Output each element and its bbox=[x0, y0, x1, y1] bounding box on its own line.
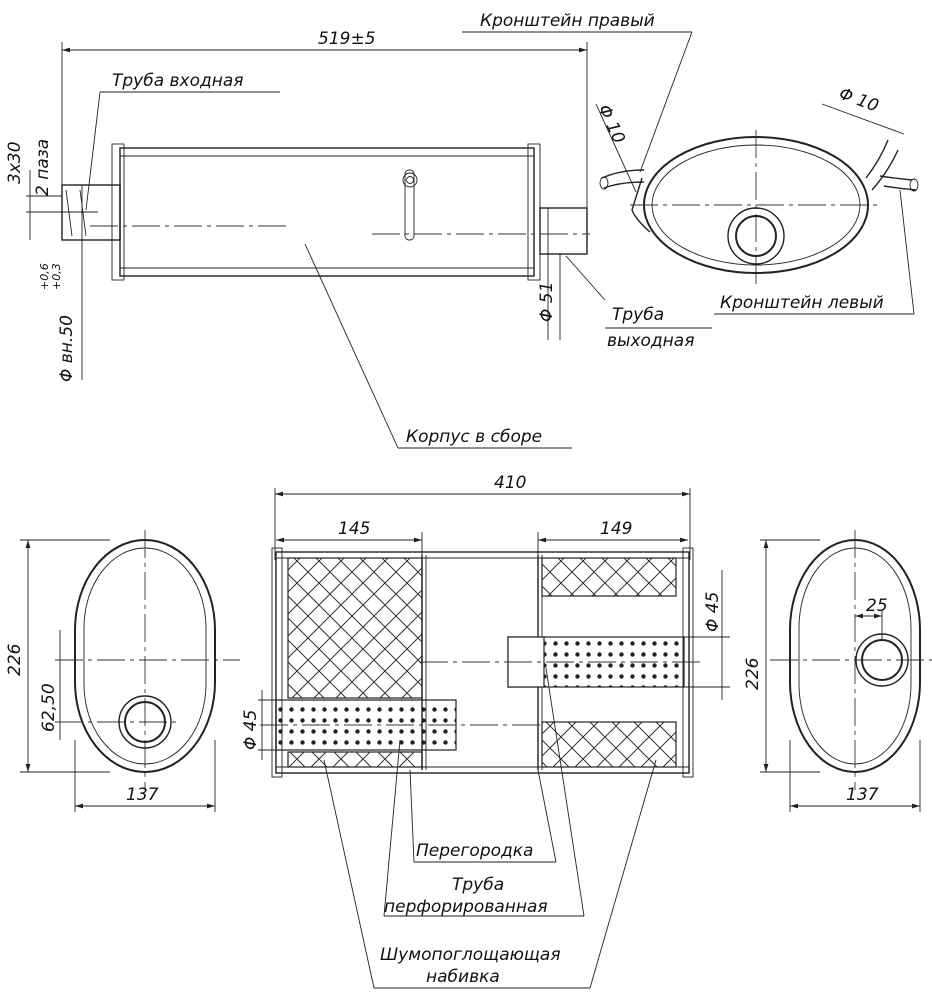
bracket-right-diameter: Φ 10 bbox=[593, 102, 628, 147]
inlet-tol-upper: +0,6 bbox=[38, 263, 51, 290]
side-view: 519±5 3x30 2 паза Φ вн.50 +0,6 +0,3 bbox=[5, 29, 712, 449]
height-right-dim: 226 bbox=[743, 657, 763, 690]
end-view-top: Кронштейн правый Φ 10 Φ 10 Кронштейн лев… bbox=[462, 11, 919, 315]
chamber-left-dim: 145 bbox=[338, 519, 370, 539]
offset-left-dim: 62,50 bbox=[39, 683, 59, 732]
height-left-dim: 226 bbox=[5, 643, 25, 676]
outlet-pipe-label-1: Труба bbox=[612, 305, 664, 325]
perf-pipe-label-2: перфорированная bbox=[384, 897, 548, 917]
end-view-right: 25 226 137 bbox=[743, 530, 932, 812]
perf-left-diameter-dim: Φ 45 bbox=[241, 710, 261, 750]
perf-right-diameter-dim: Φ 45 bbox=[703, 592, 723, 632]
body-label: Корпус в сборе bbox=[406, 427, 542, 447]
section-view: 410 145 149 Φ 45 bbox=[241, 473, 730, 989]
width-right-dim: 137 bbox=[846, 785, 879, 805]
slot-count-dim: 2 паза bbox=[33, 139, 53, 196]
absorber-label-2: набивка bbox=[426, 967, 500, 987]
slot-size-dim: 3x30 bbox=[5, 141, 25, 184]
absorber-label-1: Шумопоглощающая bbox=[380, 945, 561, 965]
chamber-right-dim: 149 bbox=[600, 519, 632, 539]
end-view-left: 226 62,50 137 bbox=[5, 530, 240, 812]
baffle-label: Перегородка bbox=[416, 841, 533, 861]
bracket-left-label: Кронштейн левый bbox=[720, 293, 884, 313]
outlet-pipe-label-2: выходная bbox=[607, 331, 694, 351]
body-length-dim: 410 bbox=[494, 473, 526, 493]
offset-right-dim: 25 bbox=[866, 596, 888, 616]
inlet-diameter-dim: Φ вн.50 bbox=[57, 315, 77, 382]
bracket-right-label: Кронштейн правый bbox=[480, 11, 655, 31]
inlet-pipe-label: Труба входная bbox=[112, 71, 244, 91]
total-length-dim: 519±5 bbox=[318, 29, 376, 49]
perf-pipe-label-1: Труба bbox=[452, 875, 504, 895]
outlet-diameter-dim: Φ 51 bbox=[537, 282, 557, 322]
inlet-tol-lower: +0,3 bbox=[50, 263, 63, 290]
width-left-dim: 137 bbox=[126, 785, 159, 805]
